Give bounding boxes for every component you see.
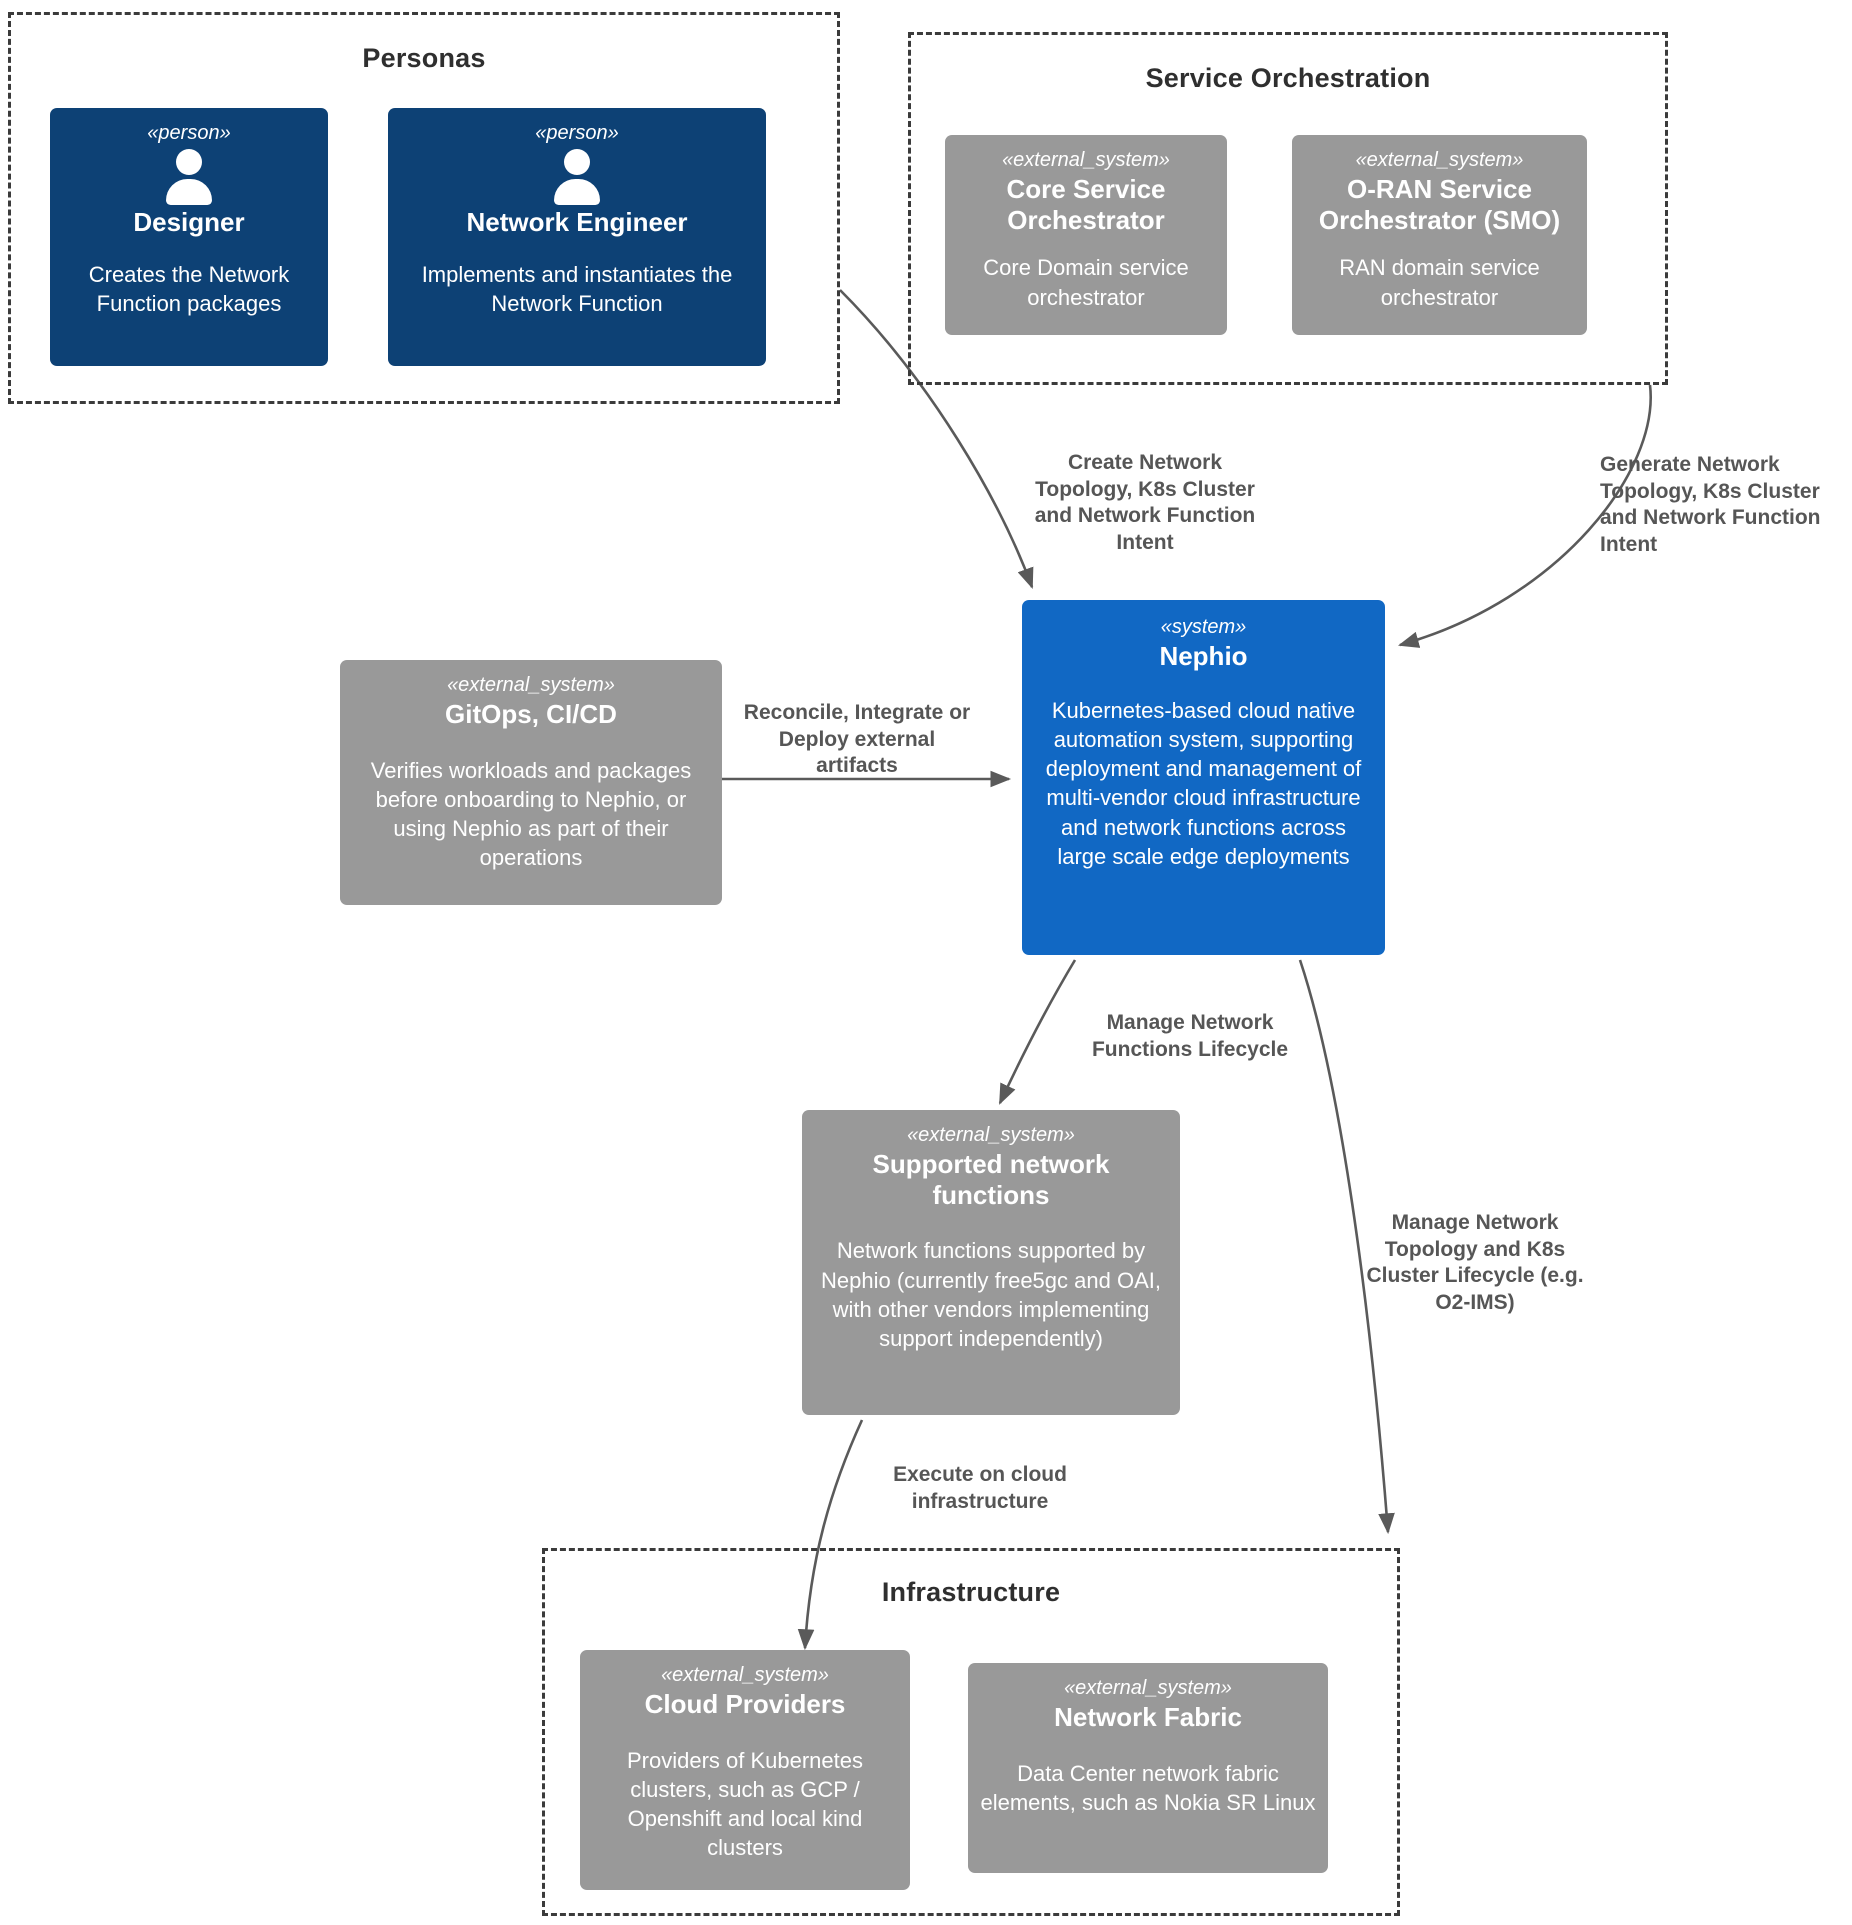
group-service-orchestration-title: Service Orchestration (1145, 63, 1431, 93)
core-service-orchestrator-description: Core Domain service orchestrator (983, 255, 1189, 310)
edge-nephio-snf-path (998, 959, 1077, 1105)
node-gitops-cicd[interactable]: «external_system» GitOps, CI/CD Verifies… (340, 660, 722, 905)
node-supported-network-functions[interactable]: «external_system» Supported network func… (802, 1110, 1180, 1415)
core-service-orchestrator-name: Core Service Orchestrator (1006, 174, 1166, 235)
network-engineer-stereotype: «person» (535, 122, 619, 144)
node-network-fabric[interactable]: «external_system» Network Fabric Data Ce… (968, 1663, 1328, 1873)
oran-service-orchestrator-stereotype: «external_system» (1355, 149, 1524, 171)
edge-label-nephio-snf: Manage Network Functions Lifecycle (1091, 1011, 1289, 1061)
designer-description: Creates the Network Function packages (88, 261, 290, 316)
network-fabric-name: Network Fabric (1054, 1702, 1242, 1732)
group-infrastructure: Infrastructure (542, 1548, 1400, 1916)
cloud-providers-name: Cloud Providers (644, 1689, 846, 1719)
group-service-orchestration: Service Orchestration (908, 32, 1668, 385)
node-cloud-providers[interactable]: «external_system» Cloud Providers Provid… (580, 1650, 910, 1890)
nephio-stereotype: «system» (1160, 616, 1247, 638)
edge-label-snf-cloud: Execute on cloud infrastructure (893, 1463, 1067, 1513)
supported-network-functions-description: Network functions supported by Nephio (c… (821, 1238, 1161, 1352)
person-icon (161, 149, 217, 205)
nephio-name: Nephio (1159, 641, 1248, 671)
cloud-providers-description: Providers of Kubernetes clusters, such a… (626, 1747, 864, 1861)
group-personas: Personas (8, 12, 840, 404)
network-engineer-name: Network Engineer (466, 207, 688, 237)
nephio-description: Kubernetes-based cloud native automation… (1045, 697, 1362, 869)
cloud-providers-stereotype: «external_system» (661, 1664, 829, 1686)
edge-label-gitops-nephio: Reconcile, Integrate or Deploy external … (743, 701, 971, 778)
gitops-cicd-description: Verifies workloads and packages before o… (370, 757, 692, 871)
edge-label-engineer-nephio: Create Network Topology, K8s Cluster and… (1034, 451, 1256, 554)
designer-stereotype: «person» (147, 122, 231, 144)
node-designer[interactable]: «person» Designer Creates the Network Fu… (50, 108, 328, 366)
oran-service-orchestrator-description: RAN domain service orchestrator (1339, 255, 1540, 310)
gitops-cicd-name: GitOps, CI/CD (445, 699, 617, 729)
person-icon (549, 149, 605, 205)
group-personas-title: Personas (362, 43, 486, 73)
node-network-engineer[interactable]: «person» Network Engineer Implements and… (388, 108, 766, 366)
edge-label-nephio-infra: Manage Network Topology and K8s Cluster … (1366, 1211, 1584, 1314)
edge-label-smo-nephio: Generate Network Topology, K8s Cluster a… (1600, 453, 1821, 556)
supported-network-functions-stereotype: «external_system» (907, 1124, 1075, 1146)
network-fabric-stereotype: «external_system» (1064, 1677, 1232, 1699)
designer-name: Designer (133, 207, 245, 237)
network-fabric-description: Data Center network fabric elements, suc… (980, 1760, 1316, 1815)
node-nephio[interactable]: «system» Nephio Kubernetes-based cloud n… (1022, 600, 1385, 955)
supported-network-functions-name: Supported network functions (872, 1149, 1110, 1210)
oran-service-orchestrator-name: O-RAN Service Orchestrator (SMO) (1318, 174, 1561, 235)
group-infrastructure-title: Infrastructure (881, 1577, 1061, 1607)
node-core-service-orchestrator[interactable]: «external_system» Core Service Orchestra… (945, 135, 1227, 335)
node-oran-service-orchestrator[interactable]: «external_system» O-RAN Service Orchestr… (1292, 135, 1587, 335)
gitops-cicd-stereotype: «external_system» (447, 674, 615, 696)
core-service-orchestrator-stereotype: «external_system» (1002, 149, 1170, 171)
network-engineer-description: Implements and instantiates the Network … (421, 261, 733, 316)
